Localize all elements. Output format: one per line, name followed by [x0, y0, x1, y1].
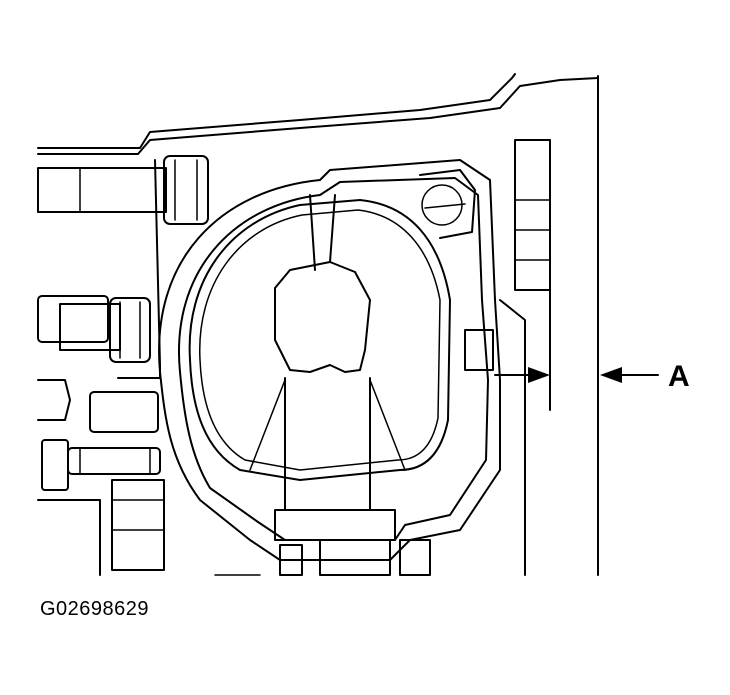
measurement-arrow: [494, 367, 550, 383]
upper-left-bolt: [37, 155, 209, 225]
left-body-blocks: [37, 159, 165, 576]
middle-left-bolt: [37, 295, 151, 363]
outer-case-outline: [37, 73, 599, 576]
figure-id: G02698629: [40, 598, 150, 620]
callout-arrow: [600, 367, 659, 383]
inner-ring: [188, 199, 451, 481]
callout-label: A: [668, 360, 690, 393]
center-piston: [249, 194, 406, 511]
bottom-stem: [214, 509, 431, 576]
oval-housing: [158, 159, 501, 561]
lower-left-bolt: [41, 439, 161, 491]
right-side-detail: [419, 139, 551, 576]
